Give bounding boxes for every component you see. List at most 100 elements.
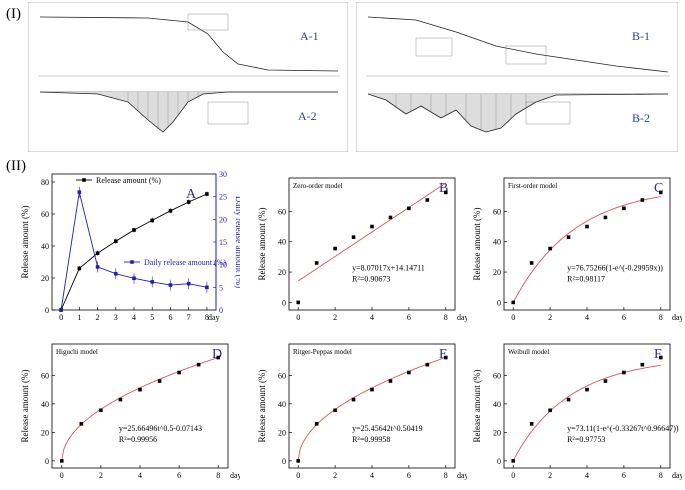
y-tick-label: 40: [41, 242, 49, 251]
chart-title: Zero-order model: [293, 182, 343, 190]
y-axis-label: Release amount (%): [472, 370, 482, 443]
x-axis-label: day: [208, 313, 220, 322]
y-tick-label: 20: [493, 428, 501, 437]
fit-equation: y=25.66496t^0.5-0.07143: [119, 424, 202, 433]
x-axis-label: day: [457, 313, 467, 322]
legend-marker: [130, 260, 134, 264]
x-tick-label: 2: [548, 313, 552, 322]
x-tick-label: 2: [548, 471, 552, 480]
fit-curve: [512, 364, 661, 462]
fit-equation: y=76.75266(1-e^(-0.29959x)): [567, 263, 663, 272]
x-tick-label: 1: [77, 313, 81, 322]
x-axis-label: day: [672, 313, 682, 322]
data-point: [196, 362, 201, 367]
data-point: [314, 261, 319, 265]
y-tick-label: 0: [282, 298, 286, 307]
y-axis-label: Release amount (%): [257, 208, 267, 281]
y-right-tick-label: 25: [219, 193, 227, 202]
chart-title: First-order model: [508, 182, 557, 190]
y-tick-label: 60: [278, 207, 286, 216]
y-tick-label: 20: [41, 274, 49, 283]
fit-equation: y=73.11(1-e^(-0.33267t^0.96647)): [567, 424, 679, 433]
x-tick-label: 2: [333, 471, 337, 480]
data-point: [138, 387, 142, 392]
y-right-tick-label: 0: [219, 306, 223, 315]
data-point: [566, 397, 571, 402]
y-tick-label: 40: [278, 400, 286, 409]
x-tick-label: 8: [659, 471, 663, 480]
chart-title: Ritger-Peppas model: [293, 348, 352, 356]
x-axis-label: day: [457, 471, 467, 480]
data-point: [622, 206, 626, 211]
y-axis-label: Release amount (%): [472, 208, 482, 281]
y-tick-label: 80: [41, 178, 49, 187]
panel-letter: C: [654, 181, 663, 196]
x-tick-label: 0: [59, 313, 63, 322]
data-point: [585, 224, 589, 229]
y-tick-label: 20: [278, 428, 286, 437]
section-label-I: (I): [6, 6, 21, 22]
data-point: [351, 235, 356, 239]
x-tick-label: 6: [177, 471, 181, 480]
series-line: [60, 191, 207, 311]
data-point: [388, 215, 393, 220]
tga-label-A-1: A-1: [300, 29, 319, 43]
y-tick-label: 60: [278, 371, 286, 380]
panel-letter: A: [186, 187, 197, 202]
data-point: [157, 379, 162, 383]
y-axis-label: Release amount (%): [257, 370, 267, 443]
data-point: [351, 397, 356, 402]
y-right-tick-label: 10: [219, 261, 227, 270]
fit-r2: R²=0.90673: [352, 274, 390, 283]
panel-letter: E: [439, 347, 448, 362]
chart-title: Higuchi model: [56, 348, 98, 356]
data-point: [658, 190, 663, 195]
x-axis-label: day: [672, 471, 682, 480]
data-point: [216, 355, 221, 360]
data-point: [548, 408, 552, 413]
y-tick-label: 40: [278, 238, 286, 247]
data-point: [443, 190, 448, 195]
y-tick-label: 40: [41, 400, 49, 409]
x-tick-label: 0: [296, 471, 300, 480]
chart-title: Weibull model: [508, 348, 549, 356]
data-point: [566, 235, 571, 239]
x-tick-label: 2: [333, 313, 337, 322]
y-tick-label: 0: [45, 306, 49, 315]
data-point: [118, 397, 123, 402]
x-tick-label: 6: [622, 471, 626, 480]
x-tick-label: 4: [138, 471, 142, 480]
data-point: [511, 459, 516, 463]
x-tick-label: 0: [511, 471, 515, 480]
data-point: [59, 459, 64, 463]
fit-r2: R²=0.98117: [567, 274, 605, 283]
plot-frame: [503, 343, 671, 469]
x-tick-label: 6: [407, 471, 411, 480]
data-point: [59, 308, 63, 312]
data-point: [425, 362, 430, 367]
data-point: [370, 387, 374, 392]
data-point: [585, 387, 589, 392]
data-point: [640, 198, 645, 202]
section-label-II: (II): [6, 158, 26, 174]
data-point: [443, 355, 448, 360]
x-tick-label: 3: [114, 313, 118, 322]
x-tick-label: 4: [585, 471, 589, 480]
x-tick-label: 8: [216, 471, 220, 480]
plot-frame: [51, 343, 229, 469]
fit-r2: R²=0.99956: [119, 435, 157, 444]
y-tick-label: 60: [41, 371, 49, 380]
data-point: [177, 370, 181, 375]
y-tick-label: 0: [497, 457, 501, 466]
data-point: [296, 459, 301, 463]
data-point: [79, 422, 84, 426]
y-tick-label: 20: [278, 268, 286, 277]
x-tick-label: 8: [444, 313, 448, 322]
y-tick-label: 40: [493, 238, 501, 247]
fit-r2: R²=0.97753: [567, 435, 605, 444]
data-point: [603, 379, 608, 383]
